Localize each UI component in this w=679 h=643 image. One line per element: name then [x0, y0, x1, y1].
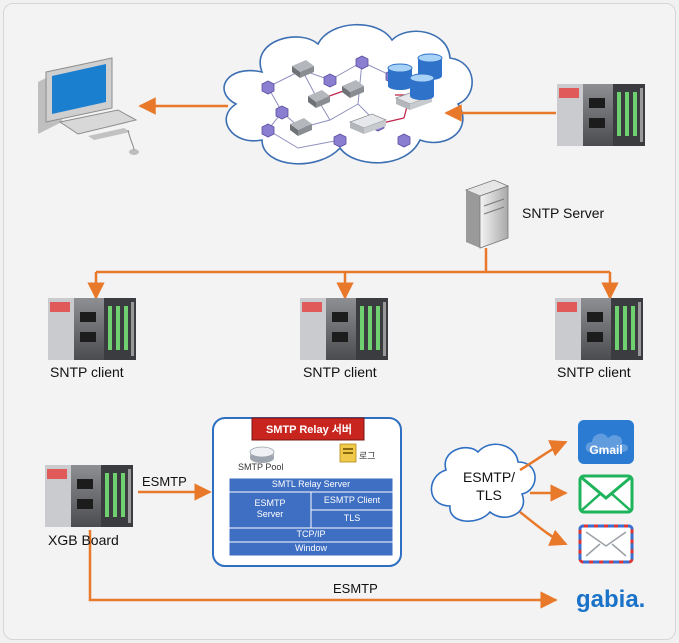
plc-icon	[555, 298, 643, 360]
protocol-stack	[228, 477, 394, 557]
plc-icon	[300, 298, 388, 360]
sntp-server-label: SNTP Server	[522, 205, 605, 221]
gabia-logo: gabia.	[576, 586, 646, 613]
xgb-board-label: XGB Board	[48, 532, 119, 548]
plc-icon	[557, 84, 645, 146]
envelope-icon	[578, 524, 634, 564]
sntp-client-label-3: SNTP client	[557, 364, 631, 380]
plc-icon	[45, 465, 133, 527]
cloud-network	[223, 23, 473, 165]
relay-title-banner	[251, 417, 365, 441]
plc-icon	[48, 298, 136, 360]
switch-icon	[348, 113, 388, 134]
sntp-client-label-2: SNTP client	[303, 364, 377, 380]
sntp-distribution-lines	[96, 248, 610, 274]
log-icon	[339, 443, 357, 463]
stack-tcpip: TCP/IP	[296, 529, 326, 539]
relay-title: SMTP Relay 서버	[265, 424, 353, 436]
stack-esmtp-client: ESMTP Client	[323, 495, 381, 505]
stack-relay-server: SMTL Relay Server	[271, 479, 351, 489]
stack-esmtp-server: ESMTP Server	[254, 498, 286, 519]
server-icon	[464, 179, 510, 249]
smtp-pool-label: SMTP Pool	[238, 462, 284, 472]
stack-tls: TLS	[343, 513, 361, 523]
tls-cloud-label-line1: ESMTP/	[462, 469, 516, 485]
arrow-to-envelope	[519, 511, 568, 546]
smtp-pool-icon	[249, 446, 275, 463]
tls-cloud-label-line2: TLS	[476, 487, 502, 503]
arrow-to-gmail	[519, 440, 568, 472]
log-label: 로그	[359, 451, 376, 461]
mail-icon	[578, 474, 634, 514]
esmtp-link-label: ESMTP	[142, 474, 187, 489]
arrow-board-to-gabia	[88, 530, 558, 609]
computer-icon	[38, 57, 139, 155]
gmail-icon	[578, 420, 634, 464]
esmtp-bottom-label: ESMTP	[333, 581, 378, 596]
stack-window: Window	[294, 543, 327, 553]
gmail-label: Gmail	[589, 443, 623, 457]
esmtp-tls-cloud	[430, 443, 536, 522]
sntp-client-label-1: SNTP client	[50, 364, 124, 380]
